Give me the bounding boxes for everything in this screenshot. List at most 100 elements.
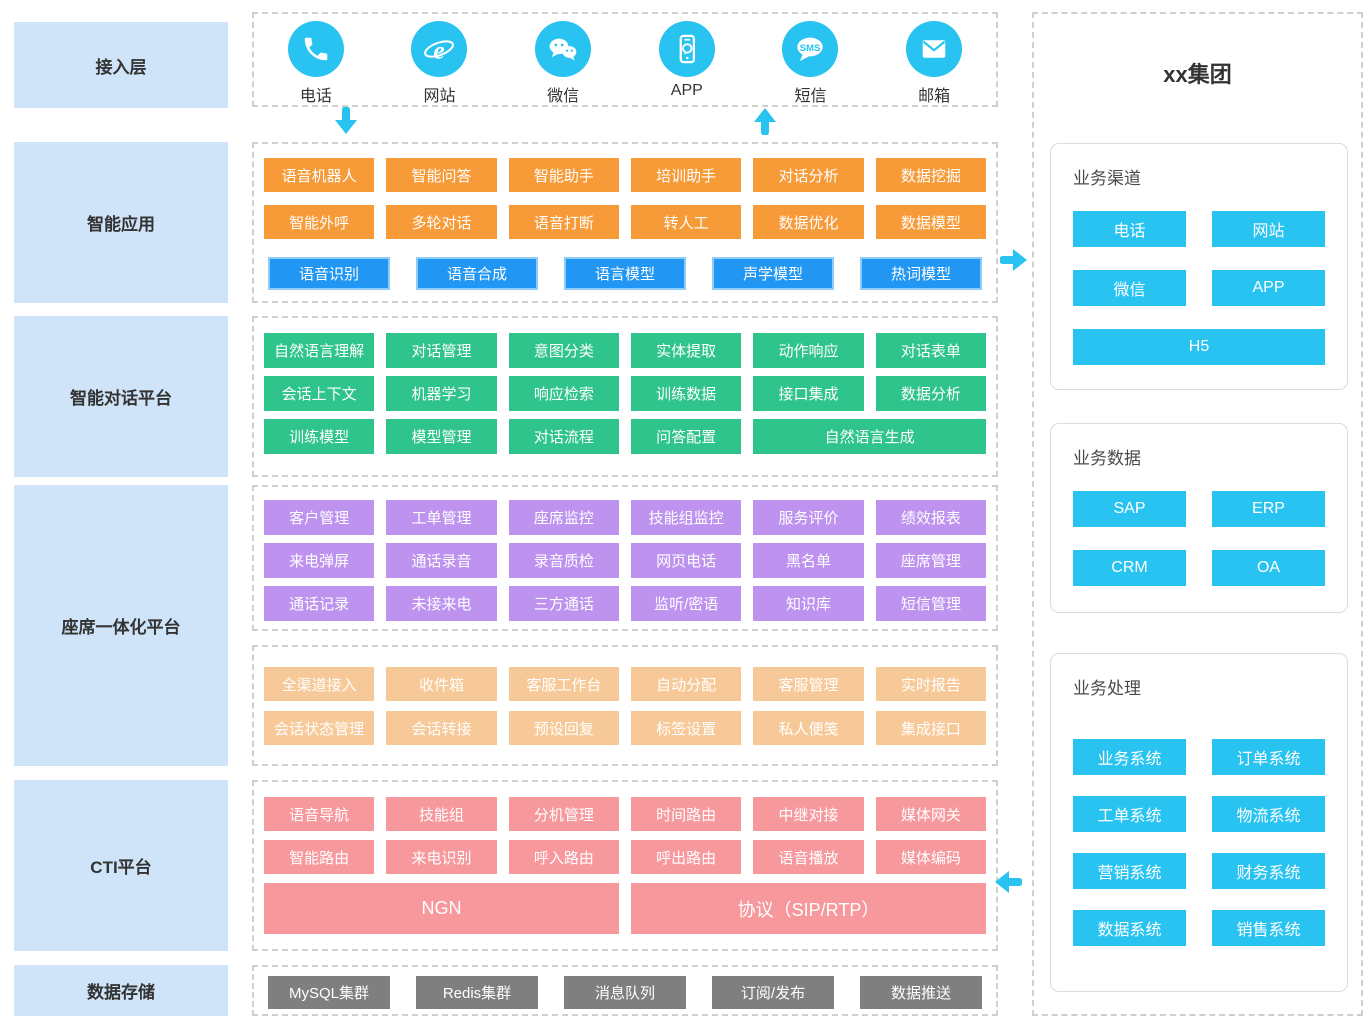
agent-feature-button: 客户管理 — [264, 500, 375, 535]
channel-button: 微信 — [1073, 270, 1186, 306]
agent-feature-button: 录音质检 — [508, 543, 619, 578]
channel-button: 电话 — [1073, 211, 1186, 247]
workbench-feature-button: 客服工作台 — [508, 667, 619, 701]
business-process-card: 业务处理 业务系统订单系统工单系统物流系统营销系统财务系统数据系统销售系统 — [1050, 653, 1348, 992]
dialog-platform-panel: 自然语言理解对话管理意图分类实体提取动作响应对话表单 会话上下文机器学习响应检索… — [252, 316, 998, 477]
cti-feature-button: 分机管理 — [508, 797, 619, 831]
layer-label-cti-platform: CTI平台 — [14, 780, 228, 951]
agent-feature-row: 来电弹屏通话录音录音质检网页电话黑名单座席管理 — [264, 543, 986, 578]
cti-feature-row: 语音导航技能组分机管理时间路由中继对接媒体网关 — [264, 797, 986, 831]
app-feature-button: 转人工 — [631, 205, 742, 239]
workbench-feature-button: 自动分配 — [631, 667, 742, 701]
agent-feature-button: 监听/密语 — [631, 586, 742, 621]
workbench-feature-button: 实时报告 — [875, 667, 986, 701]
up-arrow-icon — [751, 105, 779, 140]
channel-button: H5 — [1073, 329, 1325, 365]
agent-feature-button: 通话记录 — [264, 586, 375, 621]
process-system-button: 订单系统 — [1212, 739, 1325, 775]
channel-mail: 邮箱 — [879, 21, 989, 106]
agent-feature-button: 绩效报表 — [875, 500, 986, 535]
channel-wechat: 微信 — [508, 21, 618, 106]
model-button: 热词模型 — [860, 257, 982, 290]
process-system-button: 业务系统 — [1073, 739, 1186, 775]
right-arrow-icon — [999, 246, 1030, 279]
left-arrow-icon — [992, 868, 1023, 901]
dialog-feature-button: 对话管理 — [386, 333, 497, 368]
channel-sms: SMS 短信 — [755, 21, 865, 106]
storage-button: Redis集群 — [416, 976, 538, 1009]
browser-icon: e — [411, 21, 468, 77]
cti-feature-button: 中继对接 — [753, 797, 864, 831]
mail-icon — [906, 21, 963, 77]
layer-label-intelligent-app: 智能应用 — [14, 142, 228, 303]
agent-feature-button: 网页电话 — [631, 543, 742, 578]
dialog-feature-row: 训练模型模型管理对话流程问答配置自然语言生成 — [264, 419, 986, 454]
cti-core-button: 协议（SIP/RTP） — [631, 883, 986, 934]
process-system-button: 物流系统 — [1212, 796, 1325, 832]
channel-label: 电话 — [299, 88, 332, 105]
workbench-panel: 全渠道接入收件箱客服工作台自动分配客服管理实时报告 会话状态管理会话转接预设回复… — [252, 645, 998, 766]
dialog-feature-button: 数据分析 — [875, 376, 986, 411]
group-title: xx集团 — [1163, 62, 1232, 87]
agent-feature-button: 座席管理 — [875, 543, 986, 578]
agent-feature-button: 工单管理 — [386, 500, 497, 535]
agent-feature-button: 未接来电 — [386, 586, 497, 621]
agent-feature-row: 通话记录未接来电三方通话监听/密语知识库短信管理 — [264, 586, 986, 621]
process-system-button: 数据系统 — [1073, 910, 1186, 946]
dialog-feature-button: 问答配置 — [631, 419, 742, 454]
agent-feature-button: 服务评价 — [753, 500, 864, 535]
channel-label: 网站 — [423, 88, 456, 105]
data-system-button: OA — [1212, 550, 1325, 586]
app-feature-button: 数据挖掘 — [875, 158, 986, 192]
workbench-feature-button: 收件箱 — [386, 667, 497, 701]
cti-feature-button: 时间路由 — [631, 797, 742, 831]
card-title: 业务渠道 — [1073, 169, 1141, 188]
agent-feature-button: 短信管理 — [875, 586, 986, 621]
cti-feature-button: 来电识别 — [386, 840, 497, 874]
data-system-button: ERP — [1212, 491, 1325, 527]
model-button: 语音识别 — [268, 257, 390, 290]
dialog-feature-button: 模型管理 — [386, 419, 497, 454]
workbench-feature-row: 全渠道接入收件箱客服工作台自动分配客服管理实时报告 — [264, 667, 986, 701]
cti-feature-button: 语音播放 — [753, 840, 864, 874]
workbench-feature-button: 会话状态管理 — [264, 711, 375, 745]
dialog-feature-button: 训练数据 — [631, 376, 742, 411]
phone-icon — [287, 21, 344, 77]
model-button: 声学模型 — [712, 257, 834, 290]
channel-button: 网站 — [1212, 211, 1325, 247]
intelligent-app-panel: 语音机器人智能问答智能助手培训助手对话分析数据挖掘 智能外呼多轮对话语音打断转人… — [252, 142, 998, 303]
model-button: 语音合成 — [416, 257, 538, 290]
cti-core-button: NGN — [264, 883, 619, 934]
app-feature-button: 智能助手 — [508, 158, 619, 192]
dialog-feature-button: 对话流程 — [508, 419, 619, 454]
workbench-feature-button: 预设回复 — [508, 711, 619, 745]
app-feature-button: 智能外呼 — [264, 205, 375, 239]
dialog-feature-button: 实体提取 — [631, 333, 742, 368]
channel-label: 邮箱 — [918, 88, 951, 105]
agent-feature-button: 黑名单 — [753, 543, 864, 578]
dialog-feature-row: 会话上下文机器学习响应检索训练数据接口集成数据分析 — [264, 376, 986, 411]
storage-button: 消息队列 — [564, 976, 686, 1009]
svg-text:SMS: SMS — [800, 43, 821, 54]
app-feature-button: 培训助手 — [631, 158, 742, 192]
cti-feature-button: 语音导航 — [264, 797, 375, 831]
app-feature-button: 数据优化 — [753, 205, 864, 239]
process-system-button: 销售系统 — [1212, 910, 1325, 946]
card-title: 业务处理 — [1073, 679, 1141, 698]
down-arrow-icon — [332, 106, 360, 142]
layer-label-data-storage: 数据存储 — [14, 965, 228, 1016]
agent-feature-button: 技能组监控 — [631, 500, 742, 535]
layer-label-agent-platform: 座席一体化平台 — [14, 485, 228, 766]
process-system-button: 工单系统 — [1073, 796, 1186, 832]
svg-text:e: e — [434, 36, 445, 64]
dialog-feature-button: 机器学习 — [386, 376, 497, 411]
access-channels-panel: 电话 e 网站 微信 — [252, 12, 998, 107]
dialog-feature-button: 自然语言生成 — [753, 419, 986, 454]
app-feature-button: 智能问答 — [386, 158, 497, 192]
agent-feature-button: 座席监控 — [508, 500, 619, 535]
workbench-feature-button: 集成接口 — [875, 711, 986, 745]
cti-feature-row: 智能路由来电识别呼入路由呼出路由语音播放媒体编码 — [264, 840, 986, 874]
